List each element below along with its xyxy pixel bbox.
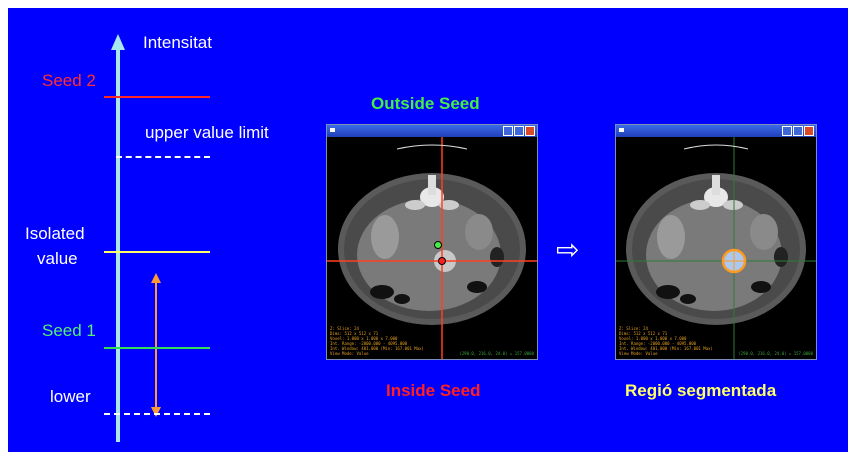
window-icon [619,128,624,132]
outside-seed-marker [435,242,442,249]
left-window-titlebar [327,125,537,137]
right-window-info: Z: Slice: 24 Dims: 512 x 512 x 71 Voxel:… [619,326,713,356]
seed1-line [104,347,210,349]
close-button[interactable] [525,126,535,136]
right-window-titlebar [616,125,816,137]
right-window-coords: (290.0, 216.0, 24.0) = 157.0000 [738,351,813,356]
axis-line [116,48,120,442]
lower-limit-line [104,413,210,415]
lower-limit-label: lower [50,387,91,407]
left-window-info: Z: Slice: 24 Dims: 512 x 512 x 71 Voxel:… [330,326,424,356]
transform-arrow-icon: ⇨ [556,236,579,264]
inside-seed-marker [439,258,446,265]
left-ct-window: Z: Slice: 24 Dims: 512 x 512 x 71 Voxel:… [326,124,538,360]
isolated-label-line1: Isolated [25,224,85,244]
isolated-label-line2: value [37,249,78,269]
outside-seed-caption: Outside Seed [371,94,480,114]
maximize-button[interactable] [793,126,803,136]
close-button[interactable] [804,126,814,136]
axis-title: Intensitat [143,33,212,53]
slide-background: Intensitat Seed 2 upper value limit Isol… [8,8,848,452]
upper-limit-label: upper value limit [145,123,269,143]
left-window-coords: (290.0, 216.0, 24.0) = 157.0000 [459,351,534,356]
window-icon [330,128,335,132]
range-arrow [149,273,163,417]
upper-limit-line [116,156,210,158]
maximize-button[interactable] [514,126,524,136]
right-ct-window: Z: Slice: 24 Dims: 512 x 512 x 71 Voxel:… [615,124,817,360]
seed2-label: Seed 2 [42,71,96,91]
minimize-button[interactable] [503,126,513,136]
seed2-line [104,96,210,98]
inside-seed-caption: Inside Seed [386,381,480,401]
segmented-region-caption: Regió segmentada [625,381,776,401]
seed1-label: Seed 1 [42,321,96,341]
isolated-value-line [104,251,210,253]
minimize-button[interactable] [782,126,792,136]
axis-arrowhead [111,34,125,50]
